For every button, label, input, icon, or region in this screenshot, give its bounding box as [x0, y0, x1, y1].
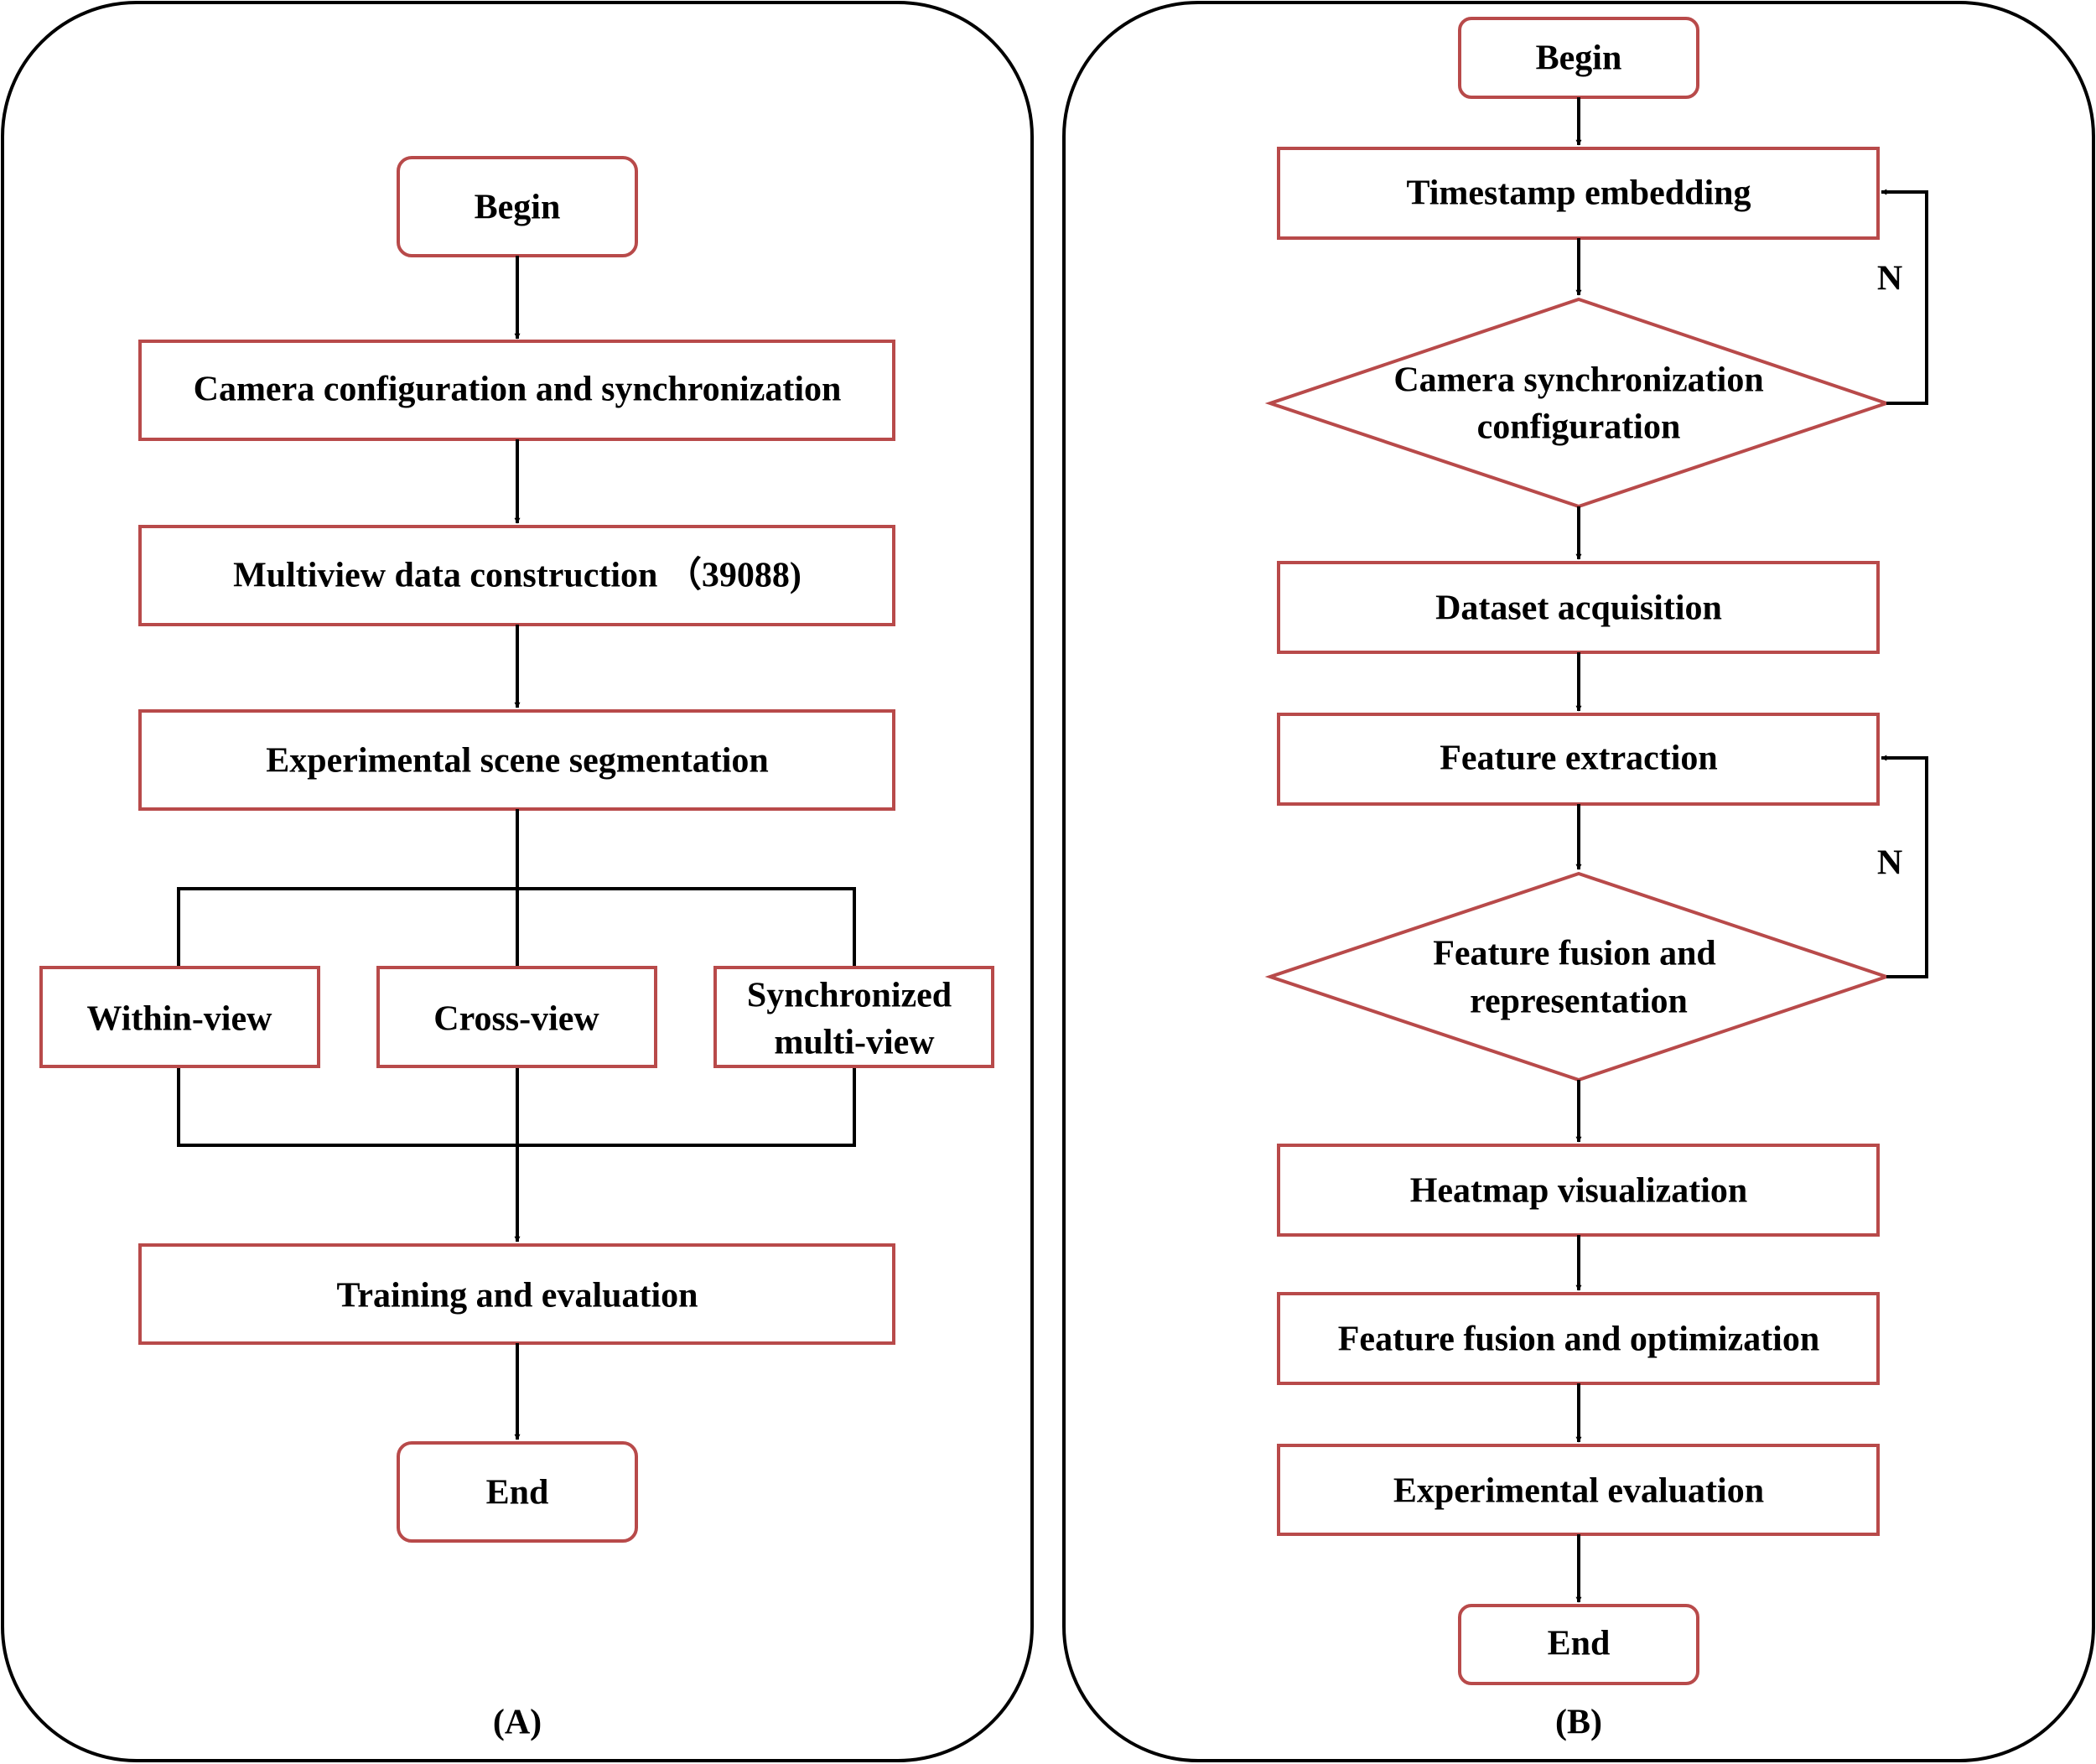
panel-b: Begin Timestamp embedding Camera synchro…	[1062, 1, 2095, 1762]
a-training-text: Training and evaluation	[337, 1277, 698, 1315]
a-end-box	[397, 1441, 638, 1543]
b-dataset-text: Dataset acquisition	[1435, 589, 1722, 628]
b-cam-sync-diamond	[1264, 297, 1892, 509]
b-loop-label-2: N	[1877, 844, 1902, 883]
a-camera-config-text: Camera configuration and synchronization	[194, 371, 842, 409]
a-end-text: End	[486, 1474, 549, 1512]
a-cross-view-box	[376, 966, 657, 1068]
panel-a: Begin Camera configuration and synchroni…	[1, 1, 1034, 1762]
b-end-box	[1458, 1604, 1699, 1685]
b-loop-label-1: N	[1877, 260, 1902, 298]
panel-b-frame	[1062, 1, 2095, 1762]
b-feature-extraction-box	[1277, 713, 1880, 806]
b-heatmap-text: Heatmap visualization	[1410, 1172, 1748, 1211]
a-within-view-text: Within-view	[87, 1000, 273, 1039]
b-loop-2	[1881, 755, 1928, 978]
panel-a-frame	[1, 1, 1034, 1762]
panel-b-label: (B)	[1555, 1704, 1602, 1742]
b-timestamp-box	[1277, 147, 1880, 240]
b-dataset-box	[1277, 561, 1880, 654]
b-fusion-opt-box	[1277, 1292, 1880, 1385]
b-cam-sync-text-2: configuration	[1477, 408, 1681, 447]
b-exp-eval-box	[1277, 1444, 1880, 1536]
a-training-box	[138, 1243, 895, 1345]
a-sync-multiview-text-2: multi-view	[774, 1024, 935, 1062]
b-begin-text: Begin	[1536, 39, 1622, 78]
b-fusion-rep-text-1: Feature fusion and	[1433, 935, 1716, 973]
b-fusion-opt-text: Feature fusion and optimization	[1338, 1320, 1819, 1359]
a-sync-multiview-box	[713, 966, 994, 1068]
b-feature-extraction-text: Feature extraction	[1440, 739, 1718, 778]
a-scene-seg-text: Experimental scene segmentation	[266, 742, 769, 781]
a-camera-config-box	[138, 340, 895, 441]
a-begin-text: Begin	[475, 189, 561, 227]
b-fusion-rep-diamond	[1264, 871, 1892, 1082]
a-sync-multiview-text-1: Synchronized	[747, 977, 952, 1015]
b-loop-1	[1881, 189, 1928, 405]
a-cross-view-text: Cross-view	[433, 1000, 599, 1039]
b-cam-sync-text-1: Camera synchronization	[1393, 361, 1763, 400]
b-timestamp-text: Timestamp embedding	[1406, 174, 1751, 213]
b-exp-eval-text: Experimental evaluation	[1393, 1472, 1764, 1511]
a-branch-top	[177, 887, 856, 966]
b-fusion-rep-text-2: representation	[1470, 983, 1688, 1021]
b-heatmap-box	[1277, 1144, 1880, 1237]
b-end-text: End	[1548, 1625, 1611, 1663]
a-within-view-box	[39, 966, 320, 1068]
panel-a-label: (A)	[493, 1704, 542, 1742]
a-multiview-box	[138, 525, 895, 626]
a-multiview-text: Multiview data construction （39088)	[233, 556, 802, 595]
